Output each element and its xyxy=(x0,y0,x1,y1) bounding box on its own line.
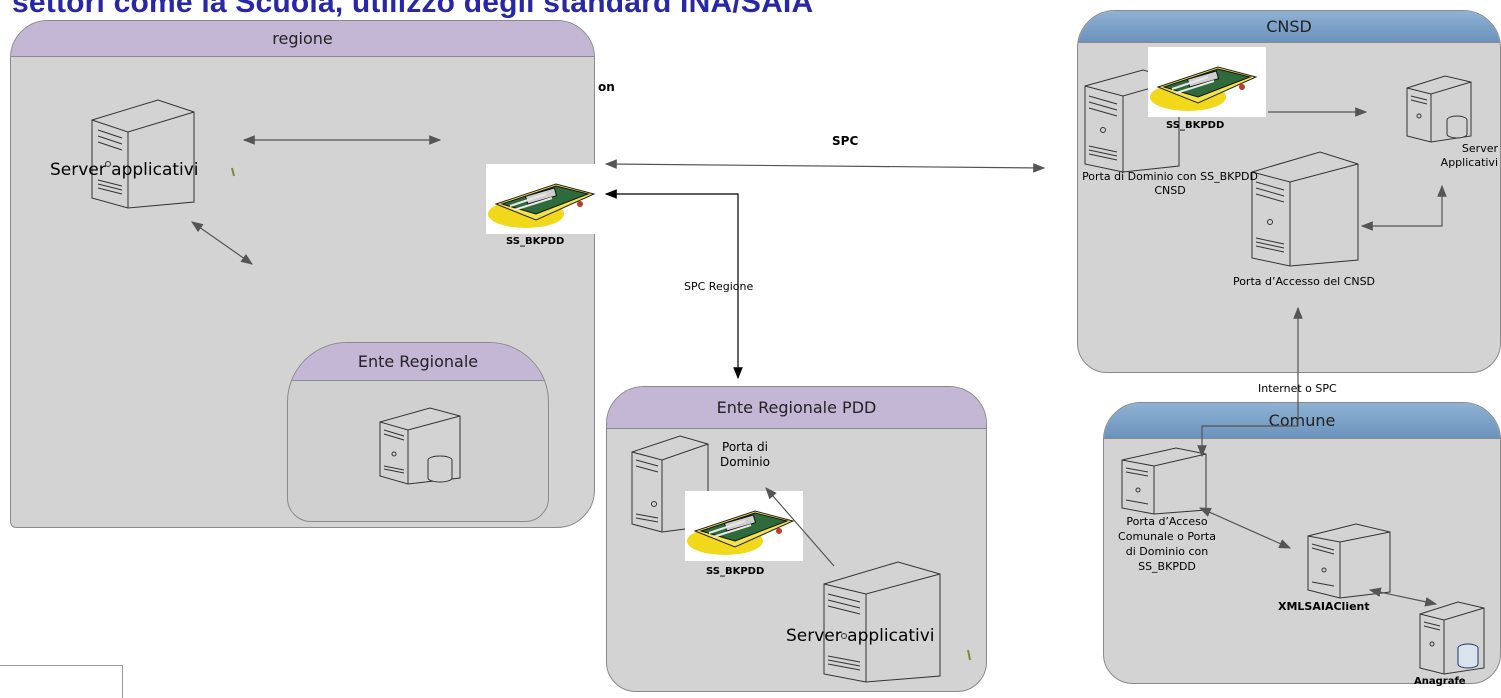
label-porta-accesso-cnsd: Porta d’Accesso del CNSD xyxy=(1232,275,1376,288)
ente-regionale-pdd-header: Ente Regionale PDD xyxy=(607,387,986,429)
arrow-cnsd-accesso-to-applicativi xyxy=(1360,184,1447,231)
arrow-pdd-applicativi-to-dominio xyxy=(765,487,835,567)
arrow-internet-spc xyxy=(1197,306,1303,458)
ss-bkpdd-chip-icon-regione xyxy=(486,164,604,234)
server-icon-porta-accesso-cnsd xyxy=(1251,151,1359,267)
server-icon-applicativi-cnsd xyxy=(1406,75,1472,143)
regione-header: regione xyxy=(11,21,594,57)
arrow-spc xyxy=(604,159,1046,173)
label-xml-saia-client: XMLSAIAClient xyxy=(1278,600,1370,613)
label-ss-bkpdd-pdd: SS_BKPDD xyxy=(706,566,765,577)
arrow-server-to-ente xyxy=(191,221,253,265)
label-anagrafe: Anagrafe xyxy=(1414,676,1466,687)
arrow-comune-to-xmlsaia xyxy=(1198,507,1292,549)
server-icon-regione xyxy=(91,99,195,209)
label-porta-dominio-cnsd: Porta di Dominio con SS_BKPDD CNSD xyxy=(1082,170,1258,197)
label-partial-on: on xyxy=(598,80,615,94)
label-spc: SPC xyxy=(832,134,859,148)
arrow-spc-regione xyxy=(604,189,743,380)
cnsd-header: CNSD xyxy=(1078,11,1500,43)
server-icon-applicativi-pdd xyxy=(823,561,941,683)
label-porta-accesso-comunale: Porta d’Acceso Comunale o Porta di Domin… xyxy=(1118,515,1216,573)
corner-outline xyxy=(0,665,123,698)
server-icon-anagrafe xyxy=(1419,601,1485,675)
ss-bkpdd-chip-icon-pdd xyxy=(685,491,803,561)
label-ss-bkpdd-regione: SS_BKPDD xyxy=(506,236,565,247)
label-porta-dominio-pdd: Porta di Dominio xyxy=(720,440,770,469)
label-server-applicativi-regione: Server applicativi xyxy=(50,160,199,180)
label-internet-spc: Internet o SPC xyxy=(1258,382,1337,395)
label-server-applicativi-cnsd: Server Applicativi xyxy=(1440,142,1498,169)
arrow-xmlsaia-to-anagrafe xyxy=(1368,587,1438,607)
ente-regionale-header: Ente Regionale xyxy=(288,343,548,381)
ss-bkpdd-chip-icon-cnsd xyxy=(1148,47,1266,117)
server-icon-ente-regionale xyxy=(379,407,461,485)
label-ss-bkpdd-cnsd: SS_BKPDD xyxy=(1166,120,1225,131)
slide-title: settori come la Scuola, utilizzo degli s… xyxy=(12,0,814,19)
label-server-applicativi-pdd: Server applicativi xyxy=(786,626,935,646)
label-spc-regione: SPC Regione xyxy=(684,280,754,293)
